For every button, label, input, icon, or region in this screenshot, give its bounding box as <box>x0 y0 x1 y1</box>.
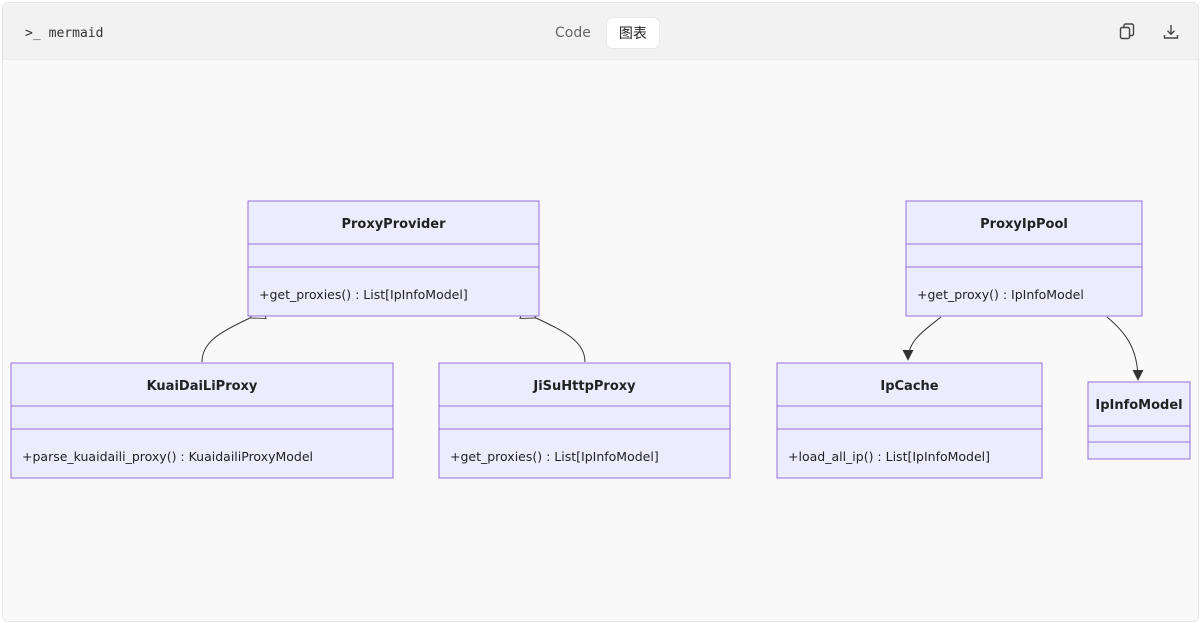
class-proxyprovider: ProxyProvider +get_proxies() : List[IpIn… <box>247 200 540 317</box>
relations <box>201 304 1144 381</box>
class-method: +load_all_ip() : List[IpInfoModel] <box>788 449 990 464</box>
class-title: ProxyIpPool <box>980 217 1068 232</box>
class-proxyippool: ProxyIpPool +get_proxy() : IpInfoModel <box>905 200 1143 317</box>
terminal-prompt-icon: >_ <box>25 25 41 41</box>
language-label-group: >_ mermaid <box>25 23 103 43</box>
class-method: +get_proxy() : IpInfoModel <box>917 287 1084 302</box>
class-ipinfomodel: IpInfoModel <box>1087 381 1191 460</box>
edge-proxyippool-ipcache <box>902 316 942 361</box>
tab-diagram[interactable]: 图表 <box>606 18 659 48</box>
class-title: ProxyProvider <box>341 217 446 232</box>
code-block-toolbar: >_ mermaid Code 图表 <box>3 3 1198 60</box>
class-jisuhttpproxy: JiSuHttpProxy +get_proxies() : List[IpIn… <box>438 362 731 479</box>
edge-jisuhttp-proxyprovider <box>519 304 586 363</box>
view-toggle: Code 图表 <box>543 17 659 49</box>
class-method: +parse_kuaidaili_proxy() : KuaidailiProx… <box>22 449 313 464</box>
class-method: +get_proxies() : List[IpInfoModel] <box>259 287 468 302</box>
class-title: IpInfoModel <box>1095 398 1182 413</box>
class-method: +get_proxies() : List[IpInfoModel] <box>450 449 659 464</box>
download-icon[interactable] <box>1161 22 1181 42</box>
edge-proxyippool-ipinfomodel <box>1106 316 1144 381</box>
copy-icon[interactable] <box>1117 22 1137 42</box>
edge-kuaidaili-proxyprovider <box>201 304 267 363</box>
language-label: mermaid <box>48 25 104 41</box>
class-ipcache: IpCache +load_all_ip() : List[IpInfoMode… <box>776 362 1043 479</box>
class-title: KuaiDaiLiProxy <box>147 379 258 394</box>
class-title: JiSuHttpProxy <box>532 379 636 394</box>
class-kuaidailiproxy: KuaiDaiLiProxy +parse_kuaidaili_proxy() … <box>10 362 394 479</box>
class-title: IpCache <box>880 379 938 394</box>
tab-code[interactable]: Code <box>555 25 591 41</box>
